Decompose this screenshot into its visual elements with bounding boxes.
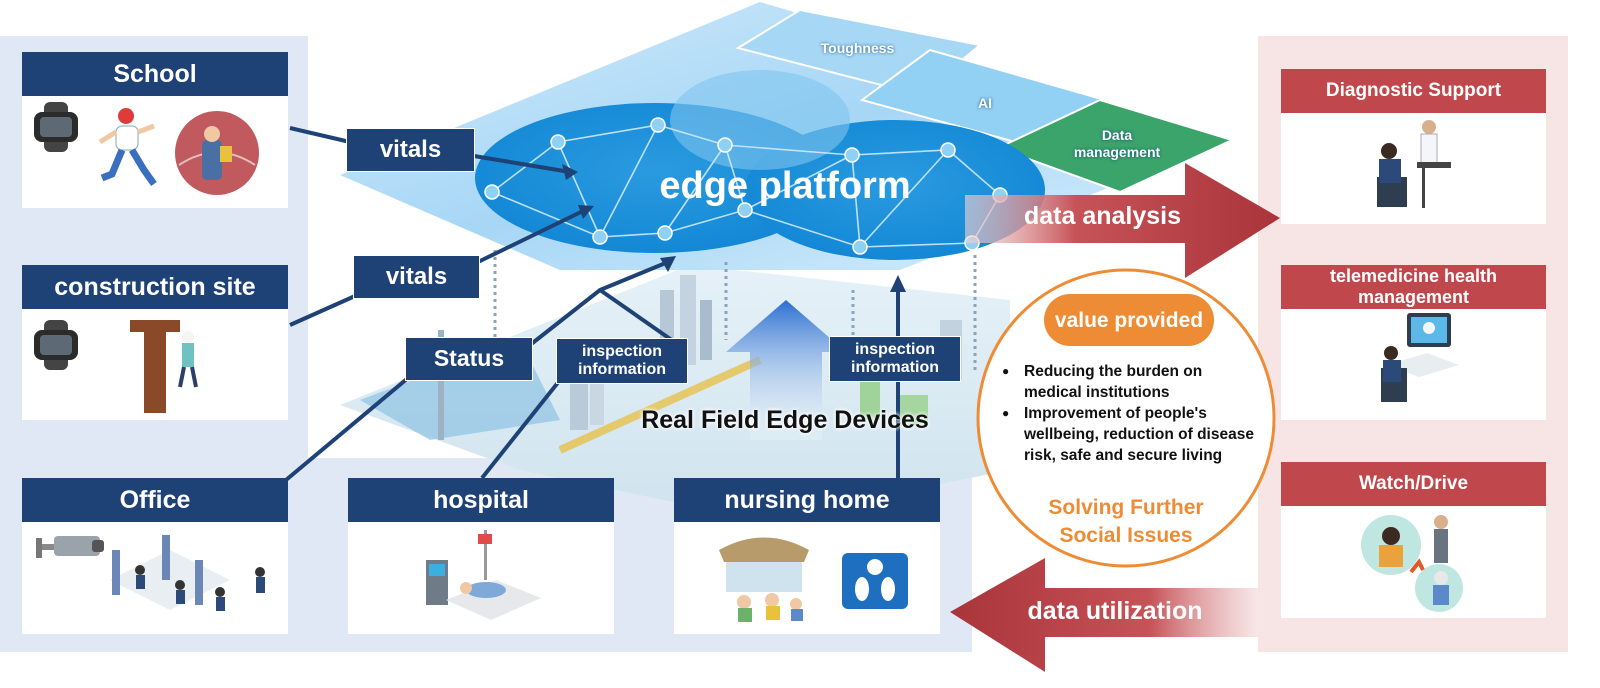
edge-devices-label: Real Field Edge Devices	[641, 406, 929, 434]
nursing-title: nursing home	[674, 478, 940, 522]
data-analysis-label: data analysis	[1023, 202, 1182, 230]
weight-scale-icon	[842, 553, 908, 609]
watch-drive-icon	[1361, 515, 1463, 612]
panel-ai	[859, 48, 1108, 152]
city-tile	[340, 265, 1010, 520]
diagnostic-title: Diagnostic Support	[1281, 69, 1546, 113]
hospital-title: hospital	[348, 478, 614, 522]
value-footer: Solving Further Social Issues	[1048, 496, 1204, 547]
vitals-label-construction: vitals	[353, 255, 480, 299]
data-utilization-label: data utilization	[1027, 597, 1203, 625]
value-provided-badge: value provided	[1044, 294, 1214, 346]
value-item: Improvement of people's wellbeing, reduc…	[1002, 403, 1264, 466]
panel-data-management	[995, 98, 1235, 194]
panel-ai-label: AI	[978, 95, 992, 111]
doctor-consultation-icon	[1377, 120, 1451, 208]
value-list: Reducing the burden on medical instituti…	[1002, 361, 1264, 466]
smartwatch-icon	[34, 320, 78, 370]
panel-toughness-label: Toughness	[820, 40, 895, 56]
steel-beam-worker-icon	[130, 320, 198, 413]
hospital-bed-icon	[426, 530, 541, 620]
panel-data-management-label: Data management	[1073, 127, 1161, 160]
construction-title: construction site	[22, 265, 288, 309]
school-title: School	[22, 52, 288, 96]
vitals-label-school: vitals	[346, 128, 475, 172]
network-nodes	[484, 117, 1008, 255]
status-label: Status	[405, 337, 533, 381]
office-workers-icon	[110, 535, 265, 611]
security-camera-icon	[36, 536, 104, 558]
value-item: Reducing the burden on medical instituti…	[1002, 361, 1264, 403]
teacher-photo-icon	[175, 111, 259, 195]
office-title: Office	[22, 478, 288, 522]
inspection-label-hospital: inspection information	[556, 338, 688, 384]
nursing-facility-icon	[719, 537, 809, 622]
inspection-label-nursing: inspection information	[829, 336, 961, 382]
telemedicine-icon	[1381, 313, 1459, 402]
smartwatch-icon	[34, 102, 78, 152]
platform-title: edge platform	[659, 165, 911, 207]
runner-child-icon	[98, 108, 157, 187]
big-up-arrow	[726, 300, 846, 440]
watch-title: Watch/Drive	[1281, 462, 1546, 506]
telemedicine-title: telemedicine health management	[1281, 265, 1546, 309]
data-analysis-arrow	[965, 163, 1280, 278]
data-utilization-arrow	[950, 558, 1258, 672]
